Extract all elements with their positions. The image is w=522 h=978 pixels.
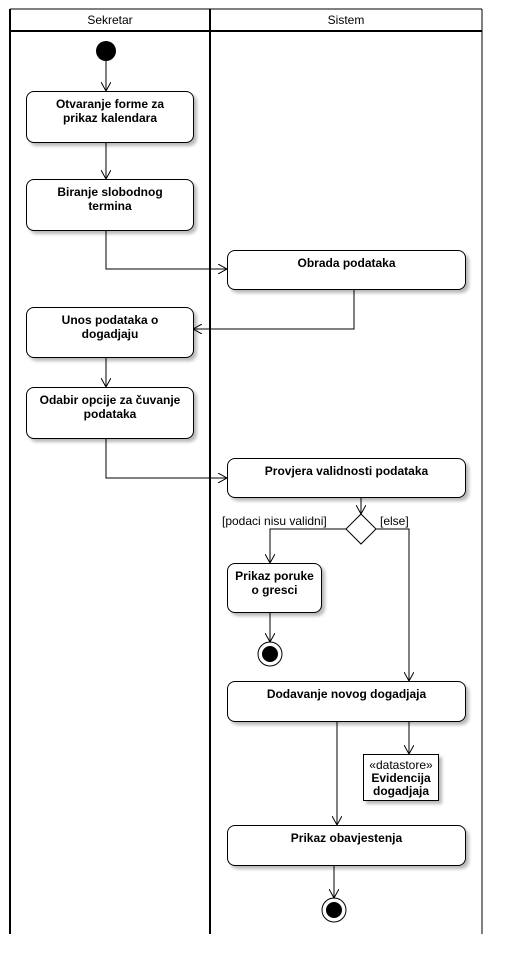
action-process-data: Obrada podataka — [227, 250, 466, 290]
action-enter-data: Unos podataka o dogadjaju — [26, 307, 194, 358]
flow-save-option-to-validate — [105, 439, 227, 478]
action-save-option-line1: Odabir opcije za čuvanje — [39, 393, 181, 407]
action-enter-data-line1: Unos podataka o — [61, 313, 159, 327]
action-choose-term-line1: Biranje slobodnog — [57, 185, 163, 199]
action-validate: Provjera validnosti podataka — [227, 458, 466, 498]
action-save-option: Odabir opcije za čuvanje podataka — [26, 387, 194, 439]
flow-process-to-enter-data — [193, 290, 355, 329]
action-add-event-line1: Dodavanje novog dogadjaja — [266, 687, 427, 701]
action-show-notice-line1: Prikaz obavjestenja — [290, 831, 403, 845]
action-process-data-line1: Obrada podataka — [297, 256, 396, 270]
flow-decision-to-add-event — [376, 528, 409, 681]
datastore-name-line2: dogadjaja — [372, 784, 429, 798]
control-flows — [106, 61, 409, 898]
initial-node — [96, 41, 116, 61]
action-add-event: Dodavanje novog dogadjaja — [227, 681, 466, 722]
guard-else: [else] — [380, 514, 409, 528]
datastore-stereotype: «datastore» — [369, 758, 433, 772]
flow-choose-term-to-process — [105, 231, 227, 269]
action-show-error-line1: Prikaz poruke — [235, 569, 314, 583]
swimlane-frame — [9, 8, 483, 934]
action-save-option-line2: podataka — [83, 407, 137, 421]
final-node-end — [321, 897, 347, 923]
action-open-form: Otvaranje forme za prikaz kalendara — [26, 91, 194, 143]
action-validate-line1: Provjera validnosti podataka — [264, 464, 429, 478]
action-choose-term-line2: termina — [88, 199, 132, 213]
action-open-form-line1: Otvaranje forme za — [55, 97, 165, 111]
datastore-name-line1: Evidencija — [371, 771, 431, 785]
action-open-form-line2: prikaz kalendara — [62, 111, 158, 125]
action-enter-data-line2: dogadjaju — [81, 327, 139, 341]
lane-header-sekretar: Sekretar — [87, 13, 133, 27]
guard-invalid: [podaci nisu validni] — [222, 514, 327, 528]
flow-decision-to-error — [270, 528, 346, 563]
action-show-notice: Prikaz obavjestenja — [227, 825, 466, 866]
datastore-evidencija: «datastore» Evidencija dogadjaja — [363, 754, 439, 801]
decision-node — [345, 513, 377, 545]
final-node-error — [257, 641, 283, 667]
action-show-error-line2: o gresci — [251, 583, 298, 597]
action-show-error: Prikaz poruke o gresci — [227, 563, 322, 613]
lane-header-sistem: Sistem — [327, 13, 365, 27]
action-choose-term: Biranje slobodnog termina — [26, 179, 194, 231]
